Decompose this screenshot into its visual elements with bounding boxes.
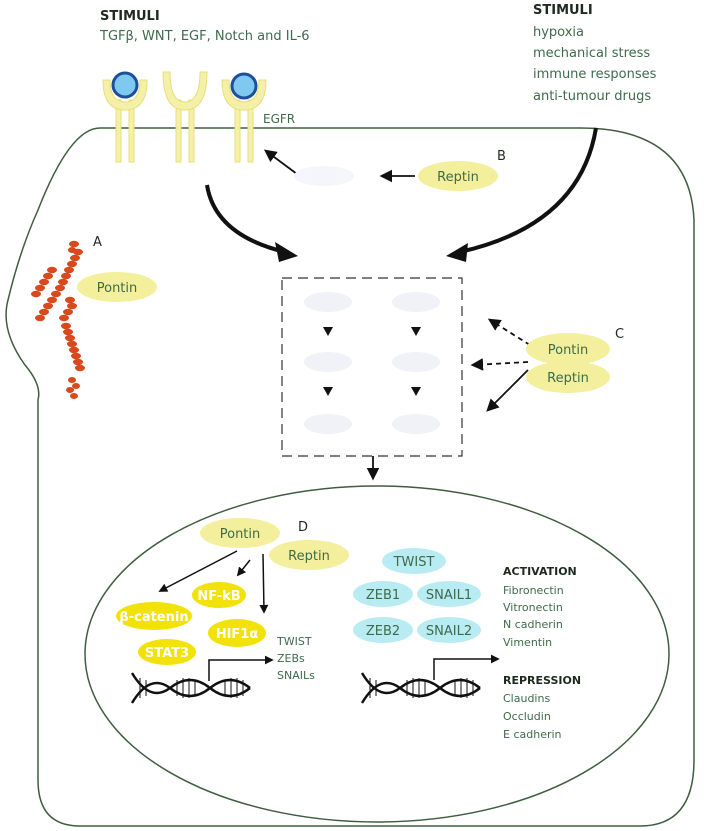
receptor-1	[102, 79, 148, 163]
faint-cascade	[304, 292, 440, 434]
cascade-arrowheads	[323, 327, 421, 396]
letter-a: A	[93, 235, 102, 250]
target-gene: ZEBs	[277, 652, 305, 665]
pontin-oval-c	[526, 333, 610, 365]
pontin-label-d: Pontin	[220, 527, 261, 542]
arrow-to-egfr	[263, 149, 298, 175]
stimuli-right-item: anti-tumour drugs	[533, 89, 651, 104]
actin-filament	[31, 240, 85, 399]
tf-label: NF-kB	[197, 589, 240, 604]
letter-c: C	[615, 327, 624, 342]
reptin-label-b: Reptin	[437, 170, 479, 185]
receptor-2	[162, 71, 208, 163]
faint-protein-b	[294, 166, 354, 186]
egfr-label: EGFR	[263, 112, 295, 126]
repression-item: E cadherin	[503, 728, 562, 741]
stimuli-right-title: STIMULI	[533, 3, 593, 18]
curved-arrow-right	[459, 127, 598, 254]
repression-title: REPRESSION	[503, 674, 581, 687]
tf-label: HIF1α	[216, 627, 259, 642]
promoter-arrow-right	[433, 654, 500, 680]
pontin-oval-a	[77, 272, 157, 302]
tf-oval-nfkb	[192, 582, 246, 608]
emt-label: ZEB1	[366, 588, 400, 603]
repression-item: Claudins	[503, 692, 550, 705]
emt-oval-snail1	[417, 581, 481, 607]
arrow-c-mid	[470, 358, 529, 371]
promoter-arrow-left	[208, 655, 274, 681]
arrow-c-down	[486, 369, 529, 412]
stimuli-right-item: mechanical stress	[533, 46, 650, 61]
emt-oval-snail2	[417, 617, 481, 643]
stimuli-right-item: hypoxia	[533, 25, 584, 40]
ligand-1	[111, 71, 139, 99]
dna-helix-right	[360, 672, 481, 704]
arrow-c-up	[487, 318, 531, 346]
emt-oval-zeb1	[353, 581, 413, 607]
reptin-label-d: Reptin	[288, 549, 330, 564]
activation-item: N cadherin	[503, 618, 563, 631]
curved-arrow-right-head	[446, 243, 468, 262]
cell-membrane	[5, 127, 695, 827]
curved-arrow-left-head	[275, 242, 298, 262]
activation-item: Vitronectin	[503, 601, 563, 614]
emt-label: TWIST	[393, 555, 435, 570]
pontin-label-c: Pontin	[548, 343, 589, 358]
emt-oval-twist	[382, 548, 446, 574]
tf-oval-bcatenin	[116, 602, 192, 630]
arrow-d-right	[259, 553, 269, 614]
pontin-oval-d	[200, 518, 280, 548]
activation-item: Fibronectin	[503, 584, 564, 597]
ligand-2	[230, 72, 258, 100]
reptin-oval-d	[269, 540, 349, 570]
stimuli-left-items: TGFβ, WNT, EGF, Notch and IL-6	[99, 29, 310, 44]
emt-label: SNAIL1	[426, 588, 472, 603]
tf-label: STAT3	[145, 646, 189, 661]
arrow-d-mid	[236, 559, 251, 577]
activation-title: ACTIVATION	[503, 565, 577, 578]
tf-label: β-catenin	[119, 610, 188, 625]
dna-rungs-right	[369, 678, 474, 698]
activation-item: Vimentin	[503, 636, 552, 649]
repression-item: Occludin	[503, 710, 551, 723]
nucleus	[84, 485, 670, 823]
reptin-oval-b	[418, 161, 498, 191]
curved-arrow-left	[205, 184, 286, 254]
emt-label: SNAIL2	[426, 624, 472, 639]
reptin-label-c: Reptin	[547, 371, 589, 386]
stimuli-right-item: immune responses	[533, 67, 657, 82]
target-gene: SNAILs	[277, 669, 315, 682]
tf-oval-hif1a	[208, 619, 266, 647]
emt-oval-zeb2	[353, 617, 413, 643]
arrow-d-left	[158, 550, 238, 592]
pontin-label-a: Pontin	[97, 281, 138, 296]
dna-rungs-left	[139, 678, 244, 698]
receptor-3	[221, 79, 267, 163]
dashed-box	[281, 277, 463, 457]
stimuli-left-title: STIMULI	[100, 9, 160, 24]
emt-label: ZEB2	[366, 624, 400, 639]
letter-b: B	[497, 149, 506, 164]
reptin-oval-c	[526, 361, 610, 393]
letter-d: D	[298, 520, 308, 535]
dna-helix-left	[130, 672, 251, 704]
tf-oval-stat3	[138, 639, 196, 665]
target-gene: TWIST	[276, 635, 312, 648]
